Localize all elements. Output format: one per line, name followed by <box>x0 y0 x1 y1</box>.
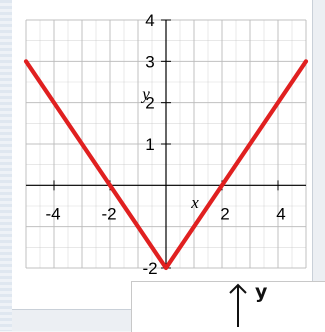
x-tick-label: -2 <box>101 204 116 223</box>
overlay-axis-label: y <box>255 281 268 303</box>
y-tick-label: 1 <box>145 135 154 154</box>
series-line <box>23 59 309 271</box>
y-axis-label: y <box>140 84 150 103</box>
x-tick-label: -4 <box>45 204 60 223</box>
y-tick-label: 3 <box>145 52 154 71</box>
left-edge-decoration <box>0 0 12 331</box>
plot-card <box>12 0 313 310</box>
y-tick-label: 2 <box>145 94 154 113</box>
x-tick-label: 2 <box>220 204 229 223</box>
y-tick-label: -2 <box>142 259 157 278</box>
y-tick-label: 4 <box>145 11 154 30</box>
x-axis-label: x <box>190 193 199 212</box>
overlay-panel <box>131 281 325 332</box>
x-tick-label: 4 <box>276 204 285 223</box>
overlay-up-arrow-icon <box>229 283 247 327</box>
